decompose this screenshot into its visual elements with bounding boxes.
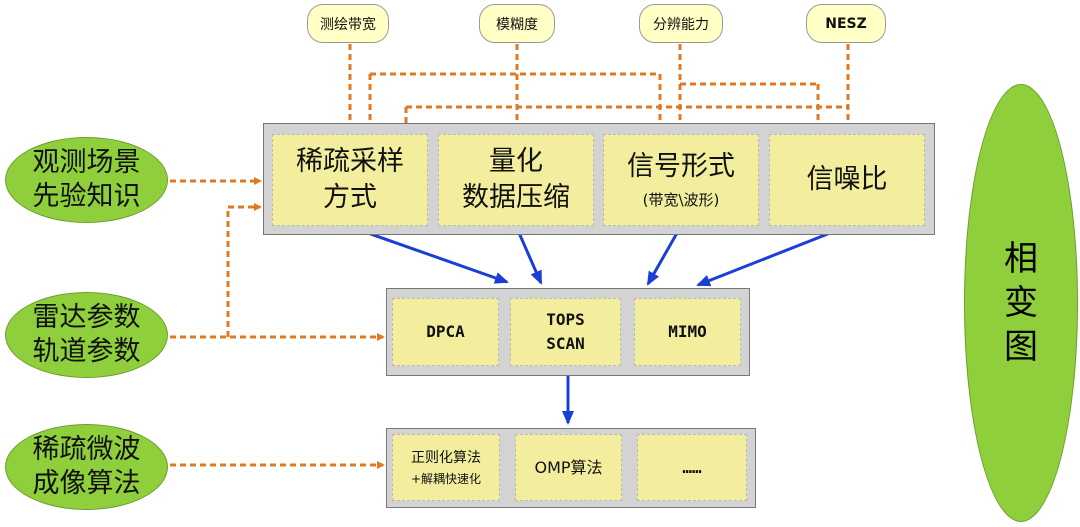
factor-signal-form: 信号形式 (带宽\波形) [603,134,759,226]
link-snr-modes [696,224,849,287]
input-radar-line2: 轨道参数 [32,336,141,367]
factor-sampling-line2: 方式 [323,182,377,213]
mode-tops-scan: TOPS SCAN [510,298,621,366]
mode-dpca: DPCA [392,298,499,366]
algo-more-label: …… [682,457,702,477]
input-radar-line1: 雷达参数 [32,302,141,333]
factor-quant-line2: 数据压缩 [462,182,570,213]
param-swath-width: 测绘带宽 [307,4,389,43]
input-sparse-line1: 稀疏微波 [32,434,141,465]
phase-diagram: 相 变 图 [964,84,1078,522]
mode-tops-label: TOPS [546,310,585,329]
factor-signal-title: 信号形式 [627,151,735,182]
param-nesz: NESZ [806,4,886,43]
phase-char-1: 相 [1004,239,1038,279]
param-resolution: 分辨能力 [639,4,723,43]
factor-sampling-line1: 稀疏采样 [296,146,404,177]
algo-regularization: 正则化算法 +解耦快速化 [392,434,500,501]
algo-omp: OMP算法 [515,434,622,501]
factor-snr-title: 信噪比 [806,164,888,195]
input-radar-orbit: 雷达参数 轨道参数 [5,292,168,378]
mode-dpca-label: DPCA [426,322,465,341]
factor-sparse-sampling: 稀疏采样 方式 [272,134,428,226]
input-prior-line1: 观测场景 [32,147,141,178]
phase-char-2: 变 [1004,283,1038,323]
factor-signal-note: (带宽\波形) [642,191,720,209]
link-radar-up [226,203,262,337]
phase-char-3: 图 [1004,327,1038,367]
link-signal-modes [646,225,683,286]
input-sparse-line2: 成像算法 [32,468,141,499]
link-sampling-modes [347,224,509,284]
algo-reg-line1: 正则化算法 [411,449,481,466]
input-prior-line2: 先验知识 [32,181,141,212]
param-ambiguity: 模糊度 [479,4,555,43]
link-quant-modes [514,225,543,285]
factor-snr: 信噪比 [769,134,925,226]
algo-reg-line2: +解耦快速化 [410,471,482,486]
factor-quantization: 量化 数据压缩 [438,134,594,226]
input-sparse-imaging: 稀疏微波 成像算法 [5,424,168,510]
algo-more: …… [637,434,747,501]
mode-mimo: MIMO [634,298,741,366]
factor-quant-line1: 量化 [489,146,543,177]
algo-omp-label: OMP算法 [534,457,603,477]
mode-scan-label: SCAN [546,334,585,353]
input-prior-knowledge: 观测场景 先验知识 [5,137,168,223]
mode-mimo-label: MIMO [668,322,707,341]
